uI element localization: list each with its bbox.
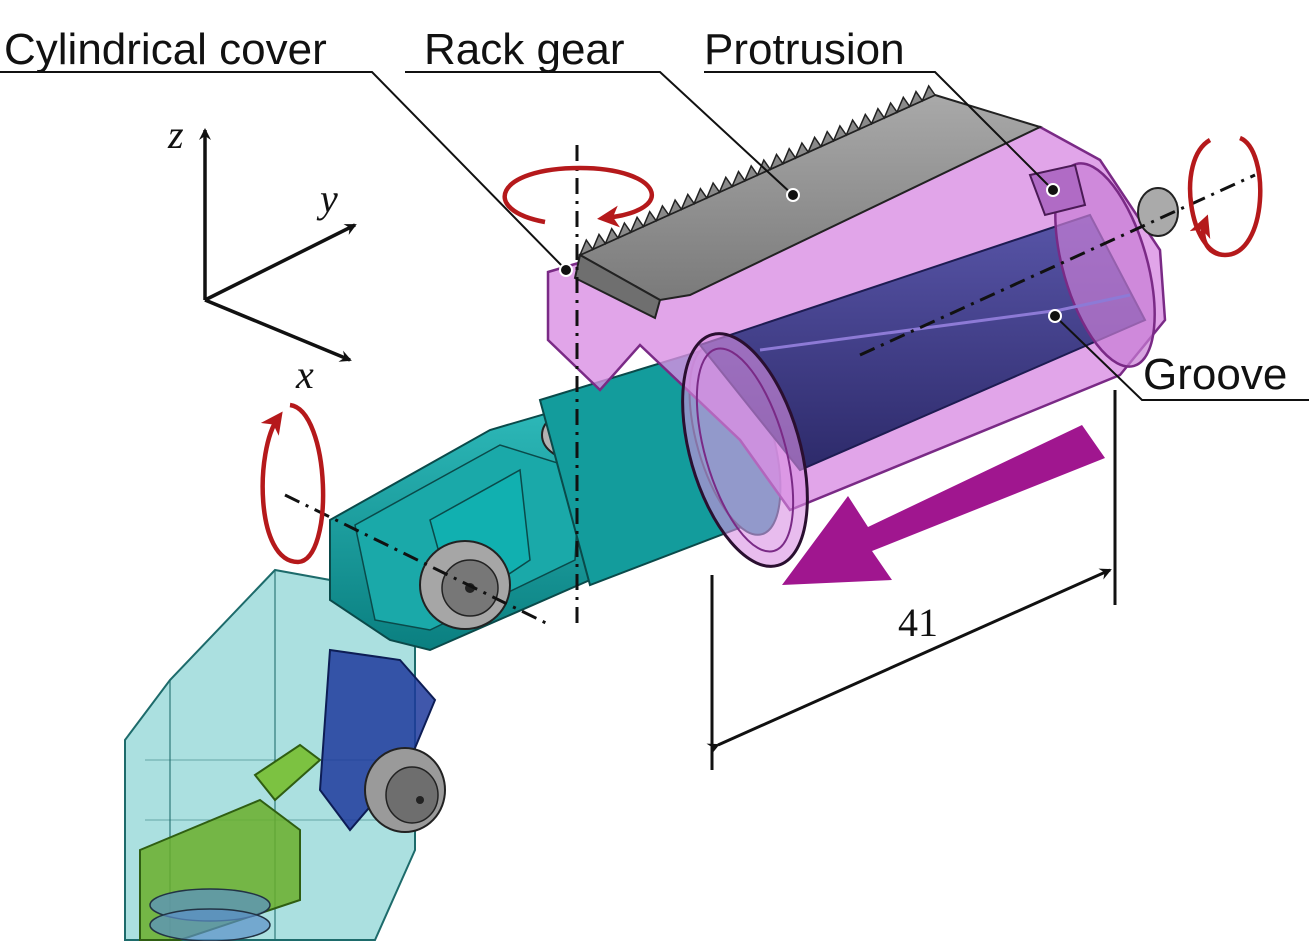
green-shaft — [253, 743, 322, 802]
left-rotation-arrow — [260, 402, 326, 565]
label-rack-gear: Rack gear — [424, 25, 625, 74]
rack-gear — [573, 84, 1043, 320]
label-cylindrical-cover: Cylindrical cover — [4, 25, 327, 74]
leader-dots — [559, 183, 1062, 323]
link-axis-centerline — [284, 493, 551, 627]
leader-cylindrical-cover — [0, 71, 567, 271]
cylindrical-cover — [546, 125, 1179, 568]
x-axis — [204, 298, 352, 362]
leader-groove — [1054, 315, 1309, 401]
coordinate-axes: z y x — [167, 112, 357, 397]
cover-flange — [681, 332, 809, 568]
lower-pin — [364, 747, 446, 833]
motion-arrow — [782, 425, 1105, 585]
label-protrusion: Protrusion — [704, 25, 905, 74]
label-groove: Groove — [1143, 350, 1287, 399]
right-rotation-arrow — [1190, 135, 1263, 258]
leader-lines — [0, 71, 1309, 401]
x-axis-label: x — [295, 352, 314, 397]
center-lines — [284, 145, 1256, 627]
lower-housing — [124, 568, 446, 941]
leader-protrusion — [704, 71, 1054, 191]
y-axis — [204, 223, 357, 302]
y-axis-label: y — [316, 176, 338, 221]
dimension-value: 41 — [898, 600, 938, 645]
top-rotation-arrow — [502, 165, 654, 228]
teal-link — [329, 393, 622, 652]
dimension-arrow-line — [706, 568, 1112, 755]
z-axis-label: z — [167, 112, 184, 157]
rack-teeth — [578, 84, 937, 257]
rotation-arrows — [260, 135, 1263, 565]
dimension-41 — [706, 390, 1117, 770]
cover-axis-centerline — [859, 173, 1256, 357]
leader-rack-gear — [405, 71, 794, 196]
